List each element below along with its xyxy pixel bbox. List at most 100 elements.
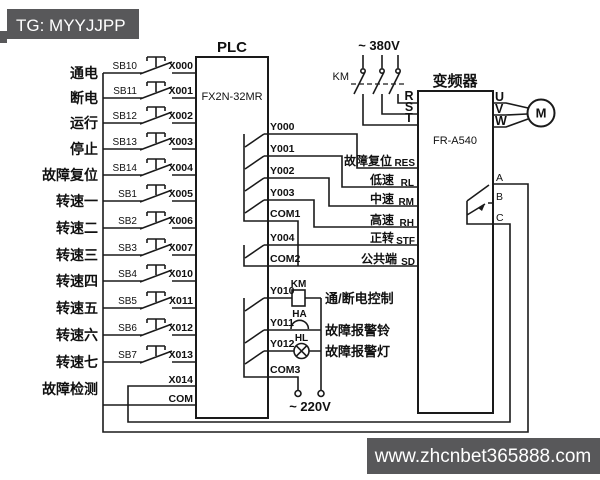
plc-input-terminal-x014: X014 <box>168 374 193 386</box>
inverter-terminal-name: 公共端 <box>361 251 397 266</box>
inverter-terminal-code: RES <box>394 158 415 169</box>
plc-output-terminal: COM3 <box>270 364 300 376</box>
ac220-label: ~ 220V <box>289 399 331 414</box>
plc-input-terminal-com: COM <box>169 393 194 405</box>
inverter-terminal-v: V <box>495 102 504 116</box>
alarm-lamp-desc: 故障报警灯 <box>325 344 390 359</box>
edge-watermark-sliver <box>0 31 7 43</box>
inverter-model: FR-A540 <box>433 135 477 147</box>
plc-output-terminal: COM2 <box>270 253 300 265</box>
inverter-terminal-b: B <box>496 191 503 203</box>
inverter-terminal-code: RH <box>400 218 414 229</box>
plc-output-terminal: Y004 <box>270 232 295 244</box>
plc-input-terminal: X011 <box>169 295 193 307</box>
plc-input-terminal: X004 <box>168 162 193 174</box>
tg-badge <box>7 9 139 39</box>
input-label: 运行 <box>70 115 98 131</box>
inverter-terminal-code: SD <box>401 257 415 268</box>
plc-input-terminal: X005 <box>168 188 193 200</box>
plc-output-terminal: Y010 <box>270 285 295 297</box>
inverter-terminal-name: 中速 <box>370 191 394 206</box>
inverter-terminal-code: RL <box>401 178 414 189</box>
ac220-terminal-left <box>294 389 302 398</box>
plc-output-terminal: Y011 <box>270 317 294 329</box>
km-coil <box>291 289 306 307</box>
plc-output-terminal: COM1 <box>270 208 300 220</box>
pushbutton-label: SB1 <box>118 189 137 200</box>
pushbutton-label: SB13 <box>113 137 138 148</box>
plc-box <box>195 56 269 419</box>
plc-input-terminal: X006 <box>168 215 193 227</box>
plc-output-terminal: Y002 <box>270 165 295 177</box>
inverter-terminal-code: RM <box>398 197 414 208</box>
inverter-box <box>417 90 494 414</box>
plc-input-terminal: X010 <box>168 268 193 280</box>
motor-wiring <box>493 98 556 128</box>
pushbutton-label: SB12 <box>113 111 138 122</box>
watermark-text: www.zhcnbet365888.com <box>374 446 592 467</box>
input-label: 断电 <box>70 90 98 106</box>
inverter-terminal-c: C <box>496 212 504 224</box>
km-coil-desc: 通/断电控制 <box>325 291 394 306</box>
inverter-terminal-name: 故障复位 <box>344 153 392 168</box>
plc-input-terminal: X001 <box>168 85 193 97</box>
tg-badge-text: TG: MYYJJPP <box>16 16 126 35</box>
plc-input-terminal: X002 <box>168 110 193 122</box>
plc-output-wiring-upper <box>243 133 418 267</box>
alarm-lamp-label: HL <box>295 333 308 344</box>
common-bus-wire <box>102 73 529 433</box>
plc-input-terminal: X013 <box>168 349 193 361</box>
inverter-terminal-s: S <box>405 100 413 114</box>
ac380-label: ~ 380V <box>358 38 400 53</box>
pushbutton-label: SB3 <box>118 243 137 254</box>
input-label: 转速五 <box>56 300 98 316</box>
plc-input-terminal: X012 <box>168 322 193 334</box>
input-label: 转速一 <box>56 193 98 209</box>
input-label: 通电 <box>70 65 98 81</box>
inverter-fault-relay <box>466 184 493 225</box>
plc-output-terminal: Y000 <box>270 121 295 133</box>
pushbutton-label: SB6 <box>118 323 137 334</box>
plc-input-terminal: X000 <box>168 60 193 72</box>
plc-output-terminal: Y003 <box>270 187 295 199</box>
input-label: 转速七 <box>56 354 98 370</box>
inverter-terminal-a: A <box>496 172 503 184</box>
ac380-contactor-wiring <box>351 55 418 126</box>
input-rows-wiring <box>103 56 196 364</box>
ac220-terminal-right <box>317 389 325 398</box>
pushbutton-label: SB7 <box>118 350 137 361</box>
pushbutton-label: SB5 <box>118 296 137 307</box>
inverter-terminal-w: W <box>495 114 507 128</box>
plc-output-terminal: Y012 <box>270 338 295 350</box>
alarm-bell-symbol <box>290 319 310 330</box>
inverter-terminal-name: 低速 <box>369 172 394 187</box>
alarm-bell-label: HA <box>292 309 306 320</box>
km-coil-label: KM <box>291 279 307 290</box>
input-label: 故障复位 <box>42 167 98 183</box>
inverter-terminal-name: 正转 <box>370 230 394 245</box>
motor-label: M <box>536 106 547 121</box>
inverter-terminal-r: R <box>404 89 413 103</box>
inverter-terminal-t: T <box>405 111 413 125</box>
pushbutton-label: SB2 <box>118 216 137 227</box>
plc-input-terminal: X003 <box>168 136 193 148</box>
input-label: 转速三 <box>56 247 98 263</box>
fault-detect-label: 故障检测 <box>42 381 98 397</box>
motor-symbol <box>526 98 556 128</box>
input-label: 转速四 <box>56 273 98 289</box>
plc-output-wiring-lower <box>243 289 325 398</box>
plc-title: PLC <box>217 39 247 56</box>
alarm-lamp-symbol <box>293 342 310 360</box>
input-label: 转速六 <box>56 327 98 343</box>
alarm-bell-desc: 故障报警铃 <box>325 323 390 338</box>
plc-output-terminal: Y001 <box>270 143 295 155</box>
plc-input-terminal: X007 <box>168 242 193 254</box>
inverter-terminal-u: U <box>495 90 504 104</box>
plc-model: FX2N-32MR <box>201 91 262 103</box>
contactor-label: KM <box>333 71 350 83</box>
pushbutton-label: SB14 <box>113 163 138 174</box>
inverter-terminal-name: 高速 <box>370 212 394 227</box>
pushbutton-label: SB11 <box>113 86 137 97</box>
pushbutton-label: SB10 <box>113 61 138 72</box>
